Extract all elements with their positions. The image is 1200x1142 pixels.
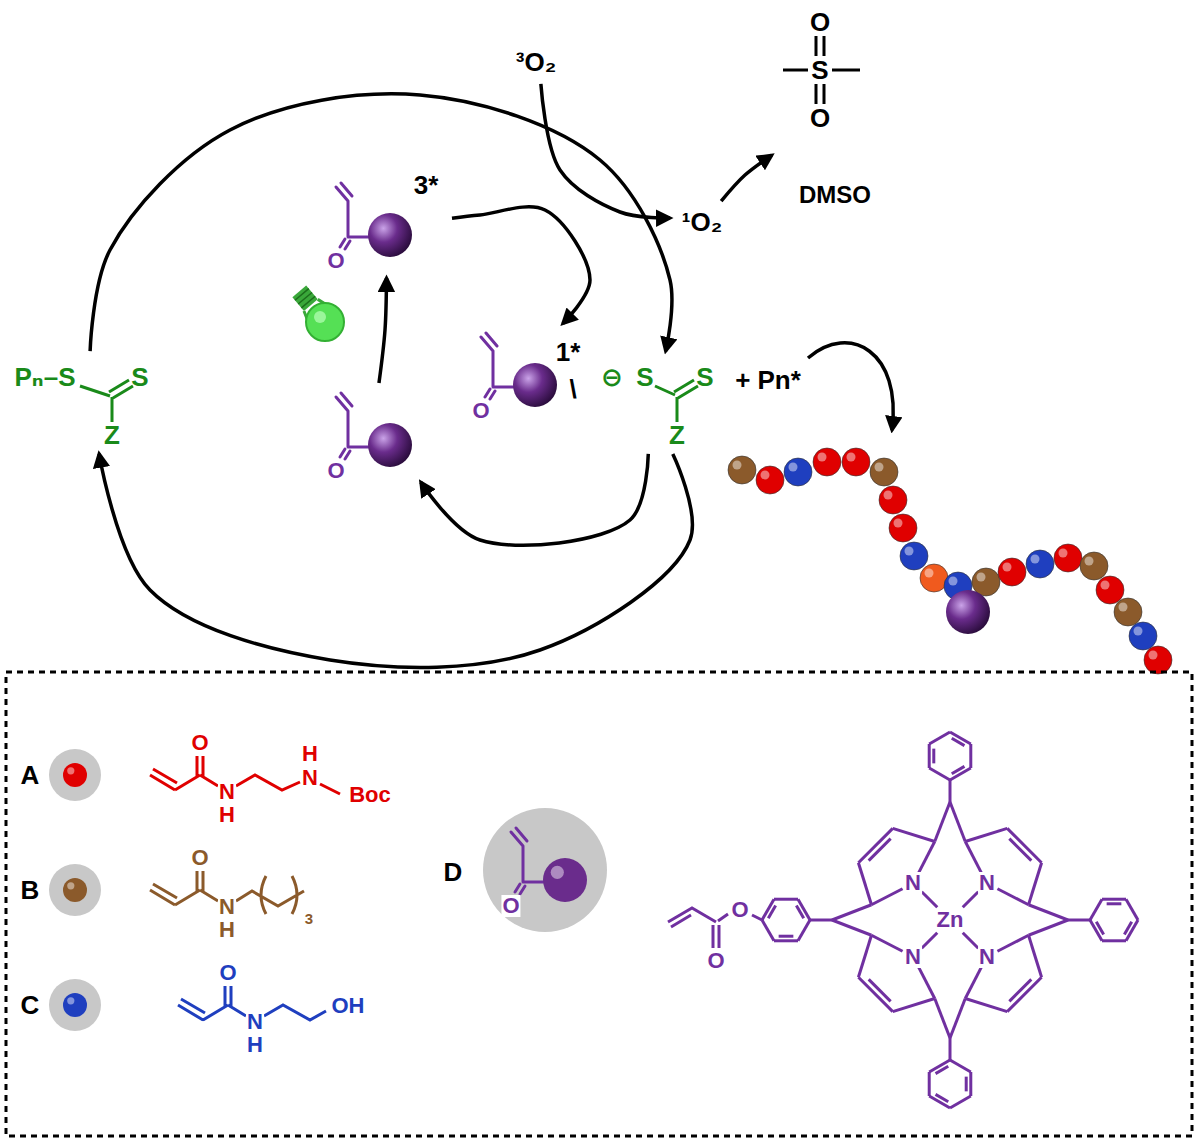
legend-letter: D [444, 859, 463, 885]
swatch-highlight [551, 866, 564, 879]
swatch-ground [49, 864, 101, 916]
atom-label: O [190, 847, 209, 869]
atom-label: Boc [348, 784, 392, 806]
cycle-arrow [541, 84, 670, 218]
atom-label: N [301, 767, 319, 789]
atom-label: O [730, 899, 749, 921]
legend-letter: C [21, 992, 40, 1018]
anion-bonds [655, 380, 698, 422]
atom-label: H [218, 804, 236, 826]
atom-label: OH [331, 995, 366, 1017]
node-text: O [810, 9, 830, 35]
atom-label: N [904, 872, 922, 894]
singlet-oxygen: ¹O₂ [674, 204, 730, 240]
cycle-arrow [421, 454, 648, 545]
cycle-arrow [90, 94, 672, 351]
node-text: S [131, 364, 148, 390]
dmso-sulfone: OSO DMSO [775, 8, 890, 213]
node-text: O [810, 105, 830, 131]
swatch-ground [49, 749, 101, 801]
legend-letter: A [21, 762, 40, 788]
atom-label: H [218, 919, 236, 941]
sulfone-bonds [783, 36, 860, 104]
atom-label: O [218, 962, 237, 984]
node-text: 1* [556, 339, 581, 365]
porphyrin [762, 732, 1138, 1108]
acrylate-art [511, 828, 543, 894]
excited-triplet-catalyst: O3* [328, 177, 448, 274]
ground-state-catalyst: O [328, 387, 418, 484]
node-text: S [696, 364, 713, 390]
cycle-arrow [379, 278, 387, 383]
atom-label: Zn [936, 909, 965, 931]
node-text: DMSO [799, 183, 871, 207]
catalyst-singlet-art [481, 333, 557, 407]
monomer-swatch [63, 993, 87, 1017]
node-text: Z [669, 422, 685, 448]
node-text: 3* [414, 172, 439, 198]
legend-swatches [63, 763, 587, 1017]
cycle-arrow [452, 207, 590, 324]
excited-singlet-catalyst: O 1* \ [473, 327, 588, 424]
node-text: O [327, 460, 344, 482]
light-bulb [289, 283, 344, 341]
atom-label: N [218, 896, 236, 918]
swatch-ground [483, 808, 607, 932]
atom-label: H [301, 743, 319, 765]
node-text: ³O₂ [516, 49, 556, 75]
atom-label: N [904, 946, 922, 968]
node-text: ⊖ [601, 364, 623, 390]
swatch-highlight [67, 882, 74, 889]
legend-frame [6, 672, 1192, 1136]
polymer-chain [728, 448, 1172, 674]
atom-label: N [978, 946, 996, 968]
atom-label: O [501, 895, 520, 917]
raft-agent: Pₙ–S S Z [5, 355, 155, 450]
node-text: O [472, 400, 489, 422]
triplet-oxygen: ³O₂ [505, 44, 567, 80]
node-text: ¹O₂ [682, 209, 722, 235]
atom-label: N [978, 872, 996, 894]
catalyst-triplet-art [336, 183, 412, 257]
node-text: S [811, 57, 828, 83]
swatch-highlight [67, 997, 74, 1004]
atom-label: N [246, 1011, 264, 1033]
trithiocarbonate-anion: ⊖ S S Z [600, 355, 725, 450]
chain-arrow [808, 343, 893, 430]
raft-bonds [80, 380, 133, 422]
atom-label: 3 [304, 911, 314, 926]
cycle-arrow [721, 155, 772, 201]
swatch-ground [49, 979, 101, 1031]
radical-label: + Pn* [734, 367, 802, 393]
node-text: Pₙ–S [15, 364, 76, 390]
atom-label: H [246, 1034, 264, 1056]
atom-label: O [190, 732, 209, 754]
node-text: \ [569, 376, 576, 402]
swatch-highlight [67, 767, 74, 774]
atom-label: N [218, 781, 236, 803]
monomer-swatch [63, 878, 87, 902]
monomer-swatch [63, 763, 87, 787]
node-text: Z [104, 422, 120, 448]
monomer-swatch [543, 858, 587, 902]
atom-label: O [706, 950, 725, 972]
node-text: S [636, 364, 653, 390]
catalyst-ground-art [336, 393, 412, 467]
legend-letter: B [21, 877, 40, 903]
cycle-arrow [99, 454, 692, 668]
node-text: O [327, 250, 344, 272]
